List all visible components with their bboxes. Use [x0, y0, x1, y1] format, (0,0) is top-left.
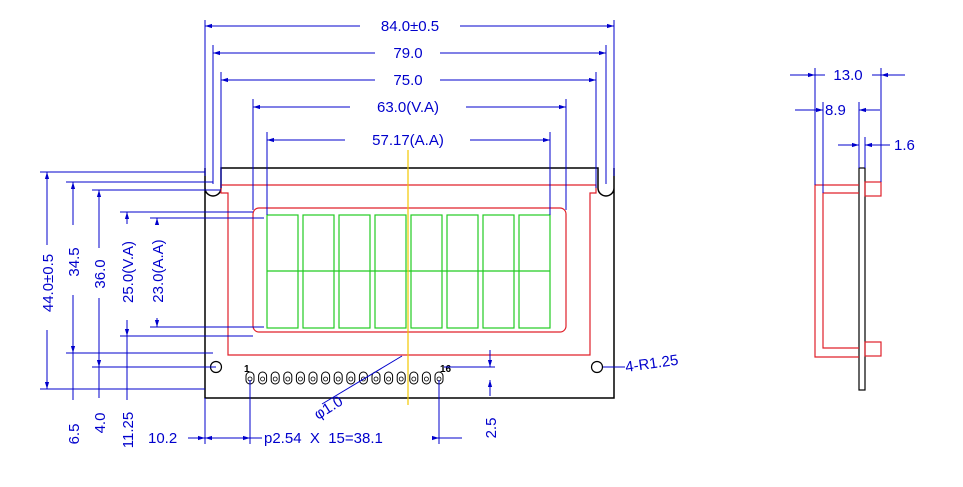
- front-view: 1 16 84.0±0.5 79.0: [40, 18, 679, 448]
- side-pin-bottom: [864, 341, 882, 357]
- dim-11-25: 11.25: [120, 412, 137, 448]
- pin-pad: [358, 371, 368, 385]
- pin-pad: [421, 371, 431, 385]
- dim-side-pcb: 1.6: [894, 137, 915, 154]
- side-view: 13.0 8.9 1.6: [790, 67, 915, 391]
- dim-2-5: 2.5: [483, 418, 500, 439]
- pin-hole: [360, 376, 366, 382]
- pin-pad: [270, 371, 280, 385]
- pin-pad: [295, 371, 305, 385]
- pin-pad: [283, 371, 293, 385]
- pin-hole: [272, 376, 278, 382]
- dim-width-bezel: 75.0: [393, 72, 422, 89]
- dim-height-bezel: 36.0: [92, 259, 109, 288]
- dim-height-va: 25.0(V.A): [120, 241, 137, 303]
- pin-hole: [297, 376, 303, 382]
- pin-hole: [398, 376, 404, 382]
- pin-pad: [396, 371, 406, 385]
- dim-pin-pitch: p2.54 X 15=38.1: [264, 430, 383, 447]
- pin-hole: [310, 376, 316, 382]
- side-pcb: [858, 167, 866, 391]
- pin-hole: [386, 376, 392, 382]
- pcb-outline: [204, 167, 615, 399]
- pin-first-label: 1: [244, 364, 250, 375]
- dim-6-5: 6.5: [66, 424, 83, 445]
- pin-hole: [411, 376, 417, 382]
- side-bezel: [814, 184, 859, 358]
- dim-side-module: 8.9: [825, 102, 846, 119]
- pin-pad: [384, 371, 394, 385]
- pin-hole: [323, 376, 329, 382]
- pin-last-label: 16: [440, 364, 452, 375]
- dim-hole-callout: 4-R1.25: [624, 352, 679, 376]
- pin-hole: [348, 376, 354, 382]
- dim-height-holes: 34.5: [66, 247, 83, 276]
- viewing-area-outline: [252, 207, 567, 333]
- pin-pad: [321, 371, 331, 385]
- pin-hole: [285, 376, 291, 382]
- pin-pad: [308, 371, 318, 385]
- dim-4-0: 4.0: [92, 413, 109, 434]
- dim-width-holes: 79.0: [393, 45, 422, 62]
- dim-height-aa: 23.0(A.A): [150, 239, 167, 302]
- pin-hole: [335, 376, 341, 382]
- dim-width-aa: 57.17(A.A): [372, 132, 444, 149]
- side-pin-top: [864, 181, 882, 197]
- dim-10-2: 10.2: [148, 430, 177, 447]
- mounting-hole-right: [590, 360, 604, 374]
- dim-width-overall: 84.0±0.5: [381, 18, 439, 35]
- dim-side-total: 13.0: [833, 67, 862, 84]
- pin-pad: [409, 371, 419, 385]
- pin-hole: [373, 376, 379, 382]
- pin-pad: [258, 371, 268, 385]
- dim-height-overall: 44.0±0.5: [40, 254, 57, 312]
- dim-width-va: 63.0(V.A): [377, 99, 439, 116]
- pin-row: [245, 371, 444, 385]
- pin-hole: [260, 376, 266, 382]
- pin-pad: [346, 371, 356, 385]
- pin-hole: [423, 376, 429, 382]
- pin-pad: [333, 371, 343, 385]
